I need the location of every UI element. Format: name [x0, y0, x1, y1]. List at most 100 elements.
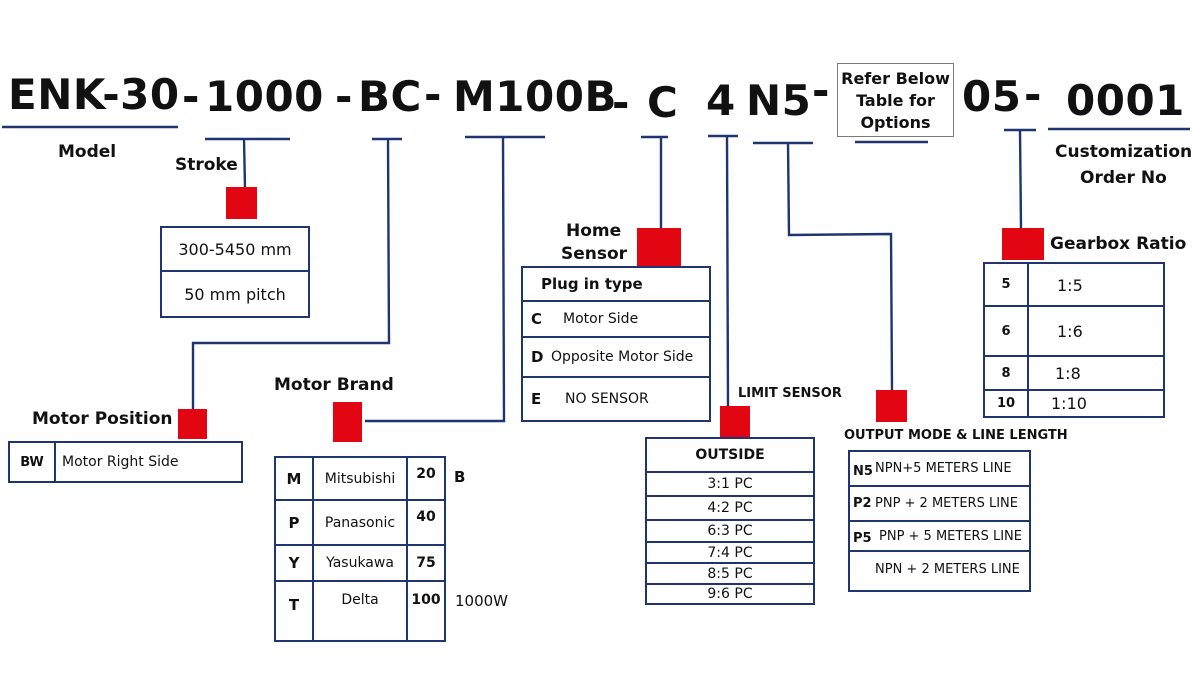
- gearbox-ratio: 1:10: [1027, 389, 1165, 418]
- table-row: P2 PNP + 2 METERS LINE: [848, 485, 1031, 522]
- stroke-marker: [226, 187, 257, 219]
- motor-code: T: [274, 580, 314, 642]
- gearbox-connector: [1018, 129, 1023, 230]
- motor-power: 40: [406, 499, 446, 546]
- motor-power: 100: [406, 580, 446, 642]
- table-row: D Opposite Motor Side: [521, 336, 711, 378]
- code-order: 0001: [1066, 76, 1185, 125]
- output-desc: PNP + 2 METERS LINE: [873, 485, 1031, 522]
- home-sensor-marker: [637, 228, 681, 266]
- code-dash-6: -: [1024, 70, 1042, 119]
- code-output: N5: [746, 76, 812, 125]
- position-marker: [178, 409, 207, 439]
- label-output-mode: OUTPUT MODE & LINE LENGTH: [844, 428, 1068, 443]
- gearbox-code: 10: [983, 389, 1029, 418]
- output-code: [848, 550, 873, 592]
- motor-note-power: 1000W: [455, 592, 509, 610]
- motor-brand-name: Yasukawa: [312, 544, 408, 582]
- motor-code: M: [274, 456, 314, 501]
- motor-power: 20: [406, 456, 446, 501]
- motor-code: P: [274, 499, 314, 546]
- table-row: Plug in type: [521, 266, 711, 302]
- table-row: P5 PNP + 5 METERS LINE: [848, 520, 1031, 552]
- table-row: NPN + 2 METERS LINE: [848, 550, 1031, 592]
- limit-option: 4:2 PC: [645, 495, 815, 521]
- table-row: M Mitsubishi 20: [274, 456, 446, 501]
- label-motor-brand: Motor Brand: [274, 375, 394, 395]
- label-model: Model: [58, 142, 117, 162]
- stroke-connector: [242, 138, 247, 189]
- motor-note-b: B: [454, 468, 466, 486]
- gearbox-table: 5 1:5 6 1:6 8 1:8 10 1:10: [983, 262, 1165, 418]
- gearbox-code: 6: [983, 305, 1029, 357]
- home-desc: Motor Side: [549, 300, 711, 338]
- home-desc: NO SENSOR: [549, 376, 711, 422]
- position-code: BW: [8, 441, 56, 483]
- output-desc: PNP + 5 METERS LINE: [873, 520, 1031, 552]
- motor-code: Y: [274, 544, 314, 582]
- refer-line-1: Refer Below: [841, 69, 950, 88]
- gearbox-ratio: 1:8: [1027, 355, 1165, 391]
- table-row: 3:1 PC: [645, 471, 815, 497]
- label-gearbox-ratio: Gearbox Ratio: [1050, 234, 1187, 254]
- stroke-table: 300-5450 mm 50 mm pitch: [160, 226, 310, 318]
- refer-options-box: Refer Below Table for Options: [837, 63, 954, 137]
- limit-sensor-marker: [720, 406, 750, 438]
- code-home-sensor: C: [647, 78, 679, 127]
- motor-position-table: BW Motor Right Side: [8, 441, 243, 483]
- table-row: N5 NPN+5 METERS LINE: [848, 450, 1031, 487]
- table-row: 6 1:6: [983, 305, 1165, 357]
- table-row: 8 1:8: [983, 355, 1165, 391]
- output-code: P2: [848, 485, 873, 522]
- code-limit-sensor: 4: [706, 76, 736, 125]
- home-sensor-table: Plug in type C Motor Side D Opposite Mot…: [521, 266, 711, 422]
- output-marker: [876, 390, 907, 422]
- code-model: ENK-30: [8, 70, 180, 119]
- home-desc: Opposite Motor Side: [549, 336, 711, 378]
- limit-sensor-table: OUTSIDE 3:1 PC 4:2 PC 6:3 PC 7:4 PC 8:5 …: [645, 437, 815, 605]
- code-dash-3: -: [424, 70, 442, 119]
- refer-line-2: Table for: [856, 91, 935, 110]
- motor-brand-name: Panasonic: [312, 499, 408, 546]
- gearbox-ratio: 1:5: [1027, 262, 1165, 307]
- table-row: C Motor Side: [521, 300, 711, 338]
- limit-sensor-header: OUTSIDE: [645, 437, 815, 473]
- motor-marker: [333, 402, 362, 442]
- table-row: 50 mm pitch: [160, 270, 310, 318]
- gearbox-marker: [1002, 228, 1044, 260]
- output-desc: NPN + 2 METERS LINE: [873, 550, 1031, 592]
- label-sensor: Sensor: [561, 244, 628, 264]
- code-position: BC: [358, 72, 422, 121]
- motor-connector: [365, 136, 506, 423]
- table-row: E NO SENSOR: [521, 376, 711, 422]
- table-row: Y Yasukawa 75: [274, 544, 446, 582]
- stroke-pitch: 50 mm pitch: [160, 270, 310, 318]
- label-limit-sensor: LIMIT SENSOR: [738, 386, 842, 401]
- label-customization: Customization: [1055, 142, 1193, 162]
- output-code: N5: [848, 450, 873, 487]
- label-stroke: Stroke: [175, 155, 238, 175]
- motor-power: 75: [406, 544, 446, 582]
- limit-connector: [725, 135, 730, 407]
- output-mode-table: N5 NPN+5 METERS LINE P2 PNP + 2 METERS L…: [848, 450, 1031, 592]
- table-row: BW Motor Right Side: [8, 441, 243, 483]
- code-dash-2: -: [335, 72, 353, 121]
- table-row: P Panasonic 40: [274, 499, 446, 546]
- motor-brand-table: M Mitsubishi 20 P Panasonic 40 Y Yasukaw…: [274, 456, 446, 642]
- table-row: 6:3 PC: [645, 519, 815, 543]
- code-stroke: 1000: [205, 72, 324, 121]
- home-code: C: [521, 300, 549, 338]
- position-desc: Motor Right Side: [54, 441, 243, 483]
- limit-option: 3:1 PC: [645, 471, 815, 497]
- gearbox-code: 8: [983, 355, 1029, 391]
- code-dash-1: -: [182, 72, 200, 121]
- position-connector: [191, 138, 391, 410]
- home-code: E: [521, 376, 549, 422]
- stroke-range: 300-5450 mm: [160, 226, 310, 272]
- motor-brand-name: Mitsubishi: [312, 456, 408, 501]
- label-motor-position: Motor Position: [32, 409, 173, 429]
- table-row: 300-5450 mm: [160, 226, 310, 272]
- code-dash-5: -: [812, 66, 830, 115]
- limit-option: 9:6 PC: [645, 583, 815, 605]
- table-row: 10 1:10: [983, 389, 1165, 418]
